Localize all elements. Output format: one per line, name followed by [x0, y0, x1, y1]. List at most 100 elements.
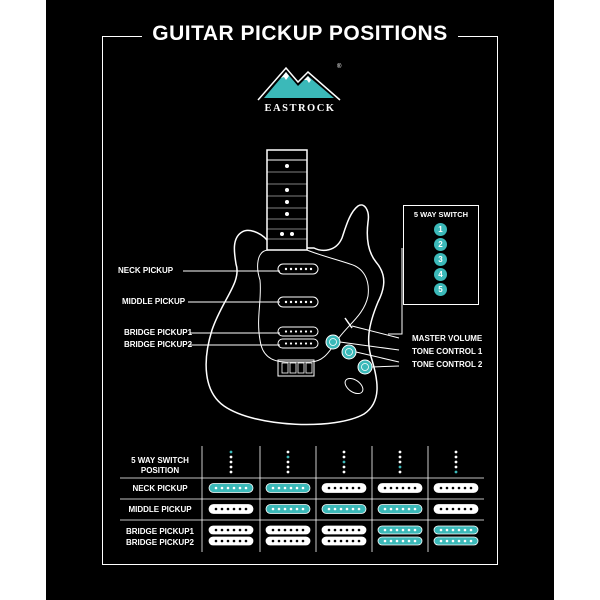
pickup-pole [469, 507, 473, 511]
pickup-pole [214, 507, 218, 511]
pickup-pole [238, 486, 242, 490]
pickup-pole [339, 507, 343, 511]
pickup-pole [238, 507, 242, 511]
pickup-pole [339, 486, 343, 490]
pickup-pole [301, 486, 305, 490]
pickup-pole [357, 507, 361, 511]
pickup-pole [463, 507, 467, 511]
pickup-pole [345, 486, 349, 490]
pickup-pole [457, 486, 461, 490]
pickup-pole [283, 486, 287, 490]
pickup-pole [407, 539, 411, 543]
pickup-pole [389, 507, 393, 511]
pickup-pole [226, 486, 230, 490]
pickup-pole [327, 528, 331, 532]
switch-dot [454, 450, 458, 454]
neck-pickup [277, 263, 319, 275]
pickup-pole [295, 528, 299, 532]
pickup-pole [295, 507, 299, 511]
switch-dot [286, 465, 290, 469]
pickup-pole [295, 539, 299, 543]
pickup-pole [469, 528, 473, 532]
pickup-pole [395, 486, 399, 490]
pickup-pole [463, 528, 467, 532]
switch-dot [398, 450, 402, 454]
switch-dot [229, 470, 233, 474]
pickup-pole [383, 507, 387, 511]
leader-lines [183, 248, 403, 368]
bridge-pickup-1 [277, 326, 319, 337]
pickup-pole [226, 507, 230, 511]
pickup-pole [289, 539, 293, 543]
pickup-pole [339, 528, 343, 532]
pickup-pole [277, 507, 281, 511]
switch-dot [454, 455, 458, 459]
pickup-pole [333, 539, 337, 543]
switch-dot [342, 455, 346, 459]
table-grid [120, 446, 484, 552]
pickup-pole [401, 486, 405, 490]
pickup-pole [401, 539, 405, 543]
pickup-pole [445, 539, 449, 543]
title-text: GUITAR PICKUP POSITIONS [142, 22, 458, 45]
black-board: GUITAR PICKUP POSITIONS ® EASTROCK [46, 0, 554, 600]
pickup-pole [301, 507, 305, 511]
pickup-pole [333, 486, 337, 490]
tone-control-2-label: TONE CONTROL 2 [412, 360, 483, 369]
pickup-cell [433, 525, 479, 535]
pickup-pole [451, 507, 455, 511]
pickup-cell [377, 536, 423, 546]
pickup-pole [238, 528, 242, 532]
pickup-pole [445, 528, 449, 532]
switch-dot [229, 450, 233, 454]
pickup-pole [220, 486, 224, 490]
neck-pickup-label: NECK PICKUP [118, 266, 174, 275]
switch-dot [229, 455, 233, 459]
bridge-pickup2-label: BRIDGE PICKUP2 [124, 340, 193, 349]
switch-dot [229, 465, 233, 469]
tone-control-1-label: TONE CONTROL 1 [412, 347, 483, 356]
pickup-pole [238, 539, 242, 543]
pickup-pole [395, 528, 399, 532]
pickup-pole [357, 528, 361, 532]
bridge-pickup-2 [277, 338, 319, 349]
pickup-cell [265, 504, 311, 514]
pickup-pole [463, 486, 467, 490]
pickup-pole [214, 486, 218, 490]
output-jack [344, 377, 364, 395]
switch-position-1: 1 [434, 223, 447, 236]
pickup-pole [232, 486, 236, 490]
pickup-pole [232, 507, 236, 511]
pickup-pole [271, 507, 275, 511]
pickup-pole [413, 539, 417, 543]
pickup-cell [208, 504, 254, 514]
pickup-pole [301, 539, 305, 543]
pickup-cell [321, 483, 367, 493]
pickup-pole [232, 539, 236, 543]
pickup-pole [451, 539, 455, 543]
pickup-pole [401, 528, 405, 532]
pickup-pole [295, 486, 299, 490]
pickup-pole [327, 507, 331, 511]
pickup-cell [433, 483, 479, 493]
table-header-line2: POSITION [140, 466, 180, 475]
switch-indicator-dots [229, 450, 458, 474]
switch-dot [342, 450, 346, 454]
pickup-pole [357, 539, 361, 543]
pickup-pole [345, 528, 349, 532]
pickup-pole [214, 539, 218, 543]
pickup-cell [265, 483, 311, 493]
middle-pickup-label: MIDDLE PICKUP [122, 297, 186, 306]
pickup-pole [439, 507, 443, 511]
pickup-cell [433, 504, 479, 514]
pickup-pole [232, 528, 236, 532]
pickup-cell [321, 536, 367, 546]
pickup-pole [395, 507, 399, 511]
pickup-pole [463, 539, 467, 543]
pickup-cell [433, 536, 479, 546]
pickup-pole [351, 528, 355, 532]
switch-position-3: 3 [434, 253, 447, 266]
switch-dot [398, 460, 402, 464]
pickup-pole [244, 486, 248, 490]
